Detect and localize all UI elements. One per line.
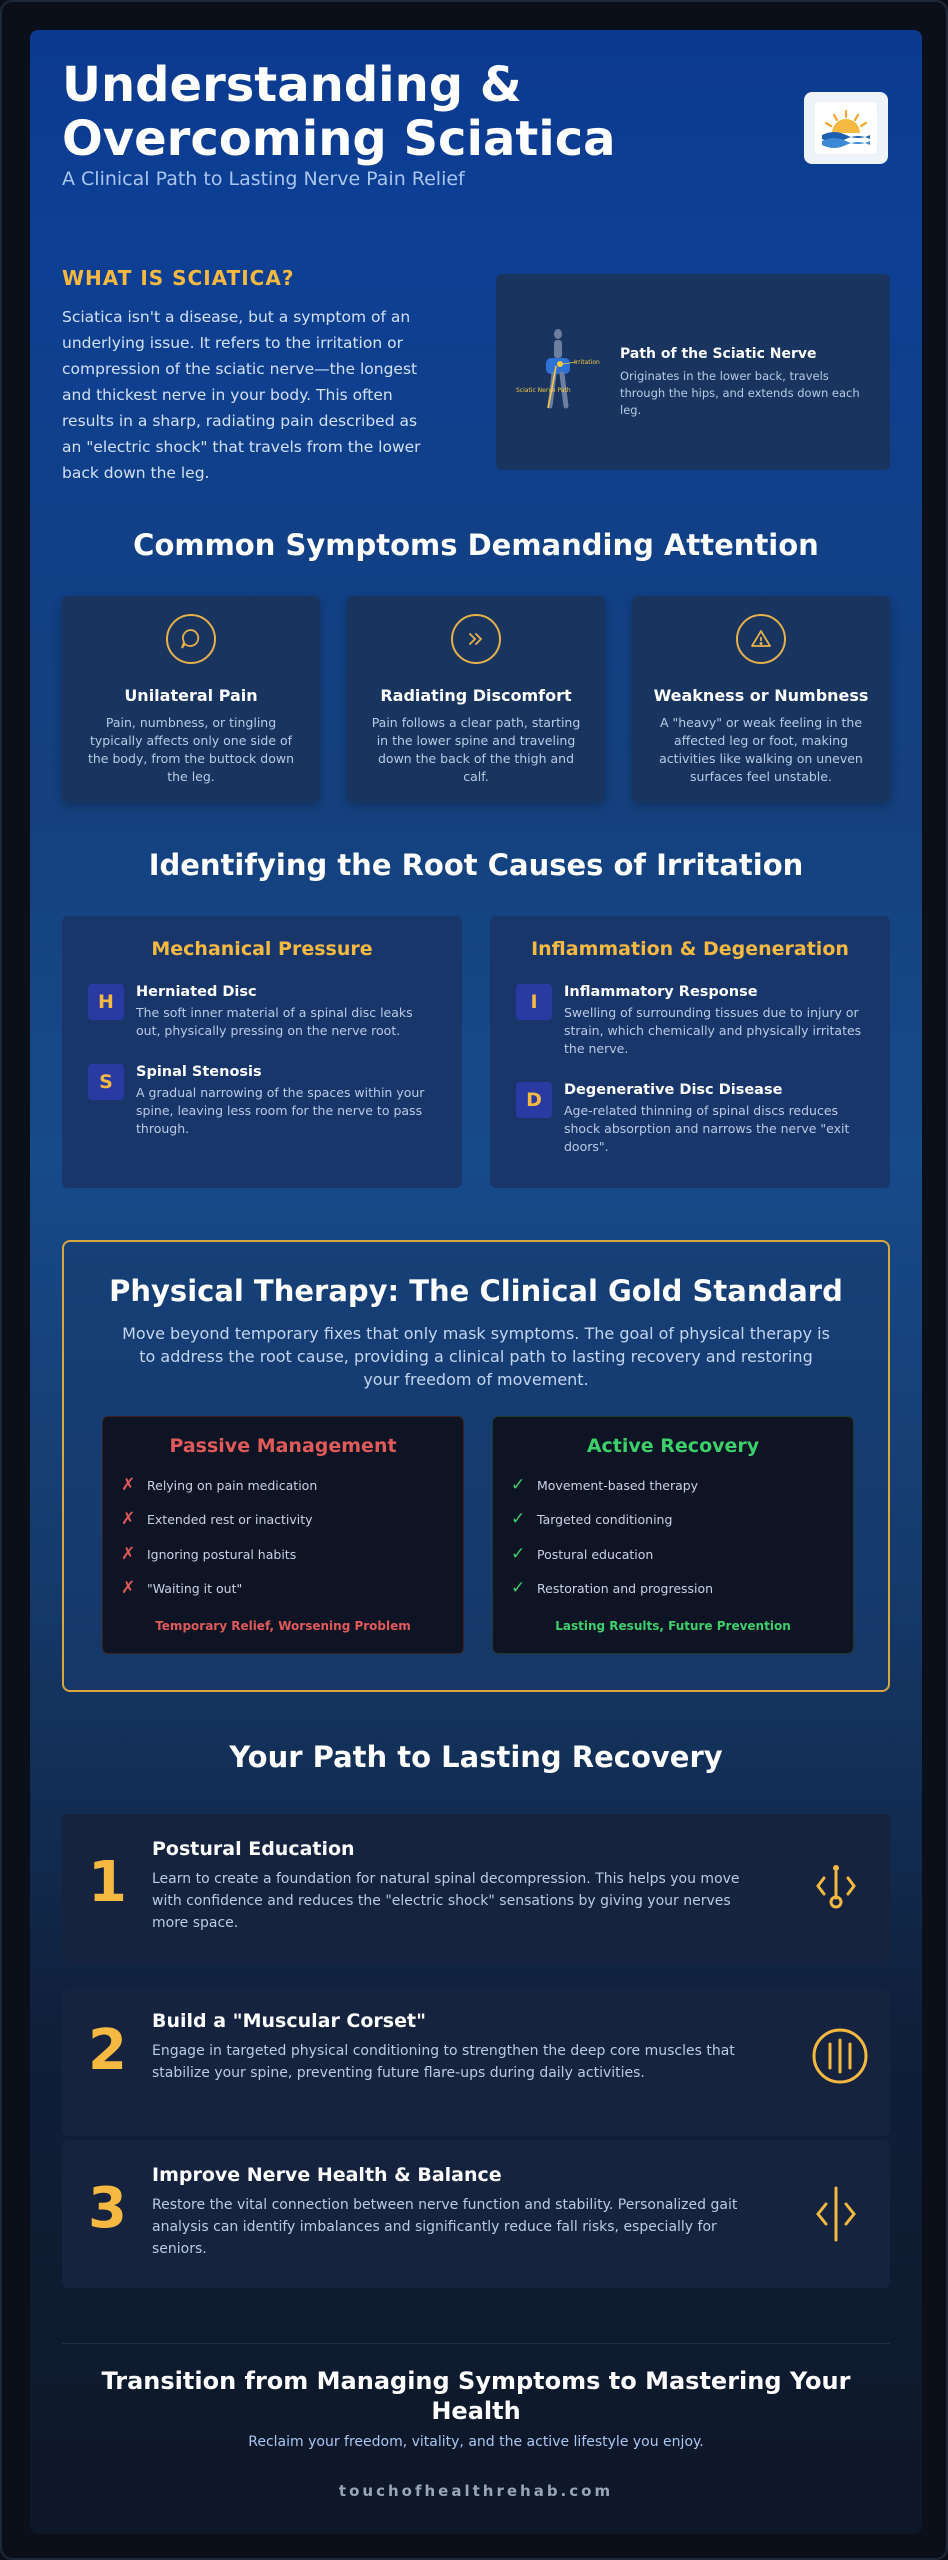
chat-bubble-icon <box>166 614 216 664</box>
passive-item-text: "Waiting it out" <box>147 1581 243 1596</box>
posture-spine-icon <box>816 1865 856 1909</box>
symptom-desc: Pain follows a clear path, starting in t… <box>371 715 581 784</box>
cross-icon: ✗ <box>121 1578 136 1598</box>
page-subtitle: A Clinical Path to Lasting Nerve Pain Re… <box>62 168 465 190</box>
pt-desc: Move beyond temporary fixes that only ma… <box>122 1324 830 1389</box>
symptom-card-weakness: Weakness or Numbness A "heavy" or weak f… <box>632 596 890 802</box>
active-item-text: Targeted conditioning <box>537 1512 673 1527</box>
section-label-what-is: WHAT IS SCIATICA? <box>62 266 295 290</box>
step-card-1: 1 Postural Education Learn to create a f… <box>62 1814 890 1962</box>
step-desc: Learn to create a foundation for natural… <box>152 1871 740 1931</box>
cause-badge: H <box>88 984 124 1020</box>
cause-title: Inflammatory Response <box>564 984 758 1000</box>
cross-icon: ✗ <box>121 1509 136 1529</box>
check-icon: ✓ <box>511 1509 526 1529</box>
step-number: 3 <box>88 2176 127 2241</box>
steps-heading: Your Path to Lasting Recovery <box>229 1740 723 1774</box>
active-item: ✓ Restoration and progression <box>511 1578 713 1598</box>
cause-group-title: Inflammation & Degeneration <box>531 938 849 960</box>
passive-item: ✗ Extended rest or inactivity <box>121 1509 313 1529</box>
check-icon: ✓ <box>511 1475 526 1495</box>
cause-title: Spinal Stenosis <box>136 1064 262 1080</box>
nerve-card-title: Path of the Sciatic Nerve <box>620 346 817 362</box>
passive-management-card: Passive Management ✗ Relying on pain medi… <box>102 1416 464 1654</box>
pt-title: Physical Therapy: The Clinical Gold Stan… <box>109 1274 843 1308</box>
cause-title: Degenerative Disc Disease <box>564 1082 783 1098</box>
what-is-body: Sciatica isn't a disease, but a symptom … <box>62 308 421 482</box>
active-item-text: Movement-based therapy <box>537 1478 699 1493</box>
passive-item: ✗ "Waiting it out" <box>121 1578 242 1598</box>
step-title: Postural Education <box>152 1838 355 1860</box>
check-icon: ✓ <box>511 1578 526 1598</box>
step-desc: Restore the vital connection between ner… <box>152 2197 738 2257</box>
passive-item: ✗ Relying on pain medication <box>121 1475 317 1495</box>
cause-title: Herniated Disc <box>136 984 257 1000</box>
cause-badge: S <box>88 1064 124 1100</box>
step-desc: Engage in targeted physical conditioning… <box>152 2043 735 2081</box>
balance-icon <box>816 2186 856 2242</box>
step-card-3: 3 Improve Nerve Health & Balance Restore… <box>62 2140 890 2288</box>
cause-desc: Swelling of surrounding tissues due to i… <box>564 1005 862 1056</box>
passive-item-text: Extended rest or inactivity <box>147 1512 313 1527</box>
symptom-card-radiating: Radiating Discomfort Pain follows a clea… <box>347 596 605 802</box>
symptom-title: Unilateral Pain <box>124 686 258 705</box>
passive-item-text: Relying on pain medication <box>147 1478 318 1493</box>
active-item: ✓ Targeted conditioning <box>511 1509 672 1529</box>
symptom-desc: A "heavy" or weak feeling in the affecte… <box>659 715 863 784</box>
cause-desc: A gradual narrowing of the spaces within… <box>136 1085 425 1136</box>
active-title: Active Recovery <box>586 1435 760 1457</box>
cause-desc: Age-related thinning of spinal discs red… <box>564 1103 850 1154</box>
cause-badge: I <box>516 984 552 1020</box>
cause-card-inflammation: Inflammation & Degeneration I Inflammato… <box>490 916 890 1188</box>
step-title: Improve Nerve Health & Balance <box>152 2164 502 2186</box>
passive-item: ✗ Ignoring postural habits <box>121 1544 296 1564</box>
core-muscle-icon <box>812 2028 868 2084</box>
check-icon: ✓ <box>511 1544 526 1564</box>
sunrise-wave-icon <box>815 102 877 154</box>
active-footer: Lasting Results, Future Prevention <box>555 1619 791 1633</box>
step-title: Build a "Muscular Corset" <box>152 2010 426 2032</box>
diagram-label-irritation: Irritation <box>574 359 600 366</box>
footer-subtitle: Reclaim your freedom, vitality, and the … <box>248 2434 704 2450</box>
active-item-text: Restoration and progression <box>537 1581 714 1596</box>
sciatic-nerve-diagram-icon: Irritation Sciatic Nerve Path <box>516 329 600 409</box>
physical-therapy-card: Physical Therapy: The Clinical Gold Stan… <box>62 1240 890 1692</box>
active-item-text: Postural education <box>537 1547 654 1562</box>
footer-divider <box>62 2343 890 2344</box>
cross-icon: ✗ <box>121 1544 136 1564</box>
step-card-2: 2 Build a "Muscular Corset" Engage in ta… <box>62 1988 890 2136</box>
passive-title: Passive Management <box>169 1435 397 1457</box>
step-number: 2 <box>88 2018 127 2083</box>
active-recovery-card: Active Recovery ✓Movement-based therapy … <box>492 1416 854 1654</box>
warning-triangle-icon <box>736 614 786 664</box>
footer-title: Transition from Managing Symptoms to Mas… <box>101 2367 851 2425</box>
brand-logo <box>804 92 888 164</box>
passive-item-text: Ignoring postural habits <box>147 1547 297 1562</box>
page-title: Understanding & Overcoming Sciatica <box>62 57 616 167</box>
infographic-page: Understanding & Overcoming Sciatica A Cl… <box>30 30 922 2534</box>
cross-icon: ✗ <box>121 1475 136 1495</box>
footer-website-link[interactable]: touchofhealthrehab.com <box>338 2482 614 2500</box>
double-chevron-right-icon <box>451 614 501 664</box>
causes-heading: Identifying the Root Causes of Irritatio… <box>148 848 804 882</box>
nerve-card-desc: Originates in the lower back, travels th… <box>620 369 860 417</box>
active-item: ✓ Movement-based therapy <box>511 1475 698 1495</box>
step-number: 1 <box>88 1850 127 1915</box>
diagram-label-nerve-path: Sciatic Nerve Path <box>516 387 571 394</box>
symptom-title: Radiating Discomfort <box>380 686 572 705</box>
symptom-desc: Pain, numbness, or tingling typically af… <box>87 715 295 784</box>
cause-badge: D <box>516 1082 552 1118</box>
active-item: ✓ Postural education <box>511 1544 653 1564</box>
cause-desc: The soft inner material of a spinal disc… <box>136 1005 413 1038</box>
nerve-path-card: Irritation Sciatic Nerve Path Path of th… <box>496 274 890 470</box>
symptom-title: Weakness or Numbness <box>653 686 869 705</box>
passive-footer: Temporary Relief, Worsening Problem <box>155 1619 411 1633</box>
cause-card-mechanical: Mechanical Pressure H Herniated Disc The… <box>62 916 462 1188</box>
symptoms-heading: Common Symptoms Demanding Attention <box>133 528 819 562</box>
symptom-card-unilateral: Unilateral Pain Pain, numbness, or tingl… <box>62 596 320 802</box>
cause-group-title: Mechanical Pressure <box>151 938 373 960</box>
